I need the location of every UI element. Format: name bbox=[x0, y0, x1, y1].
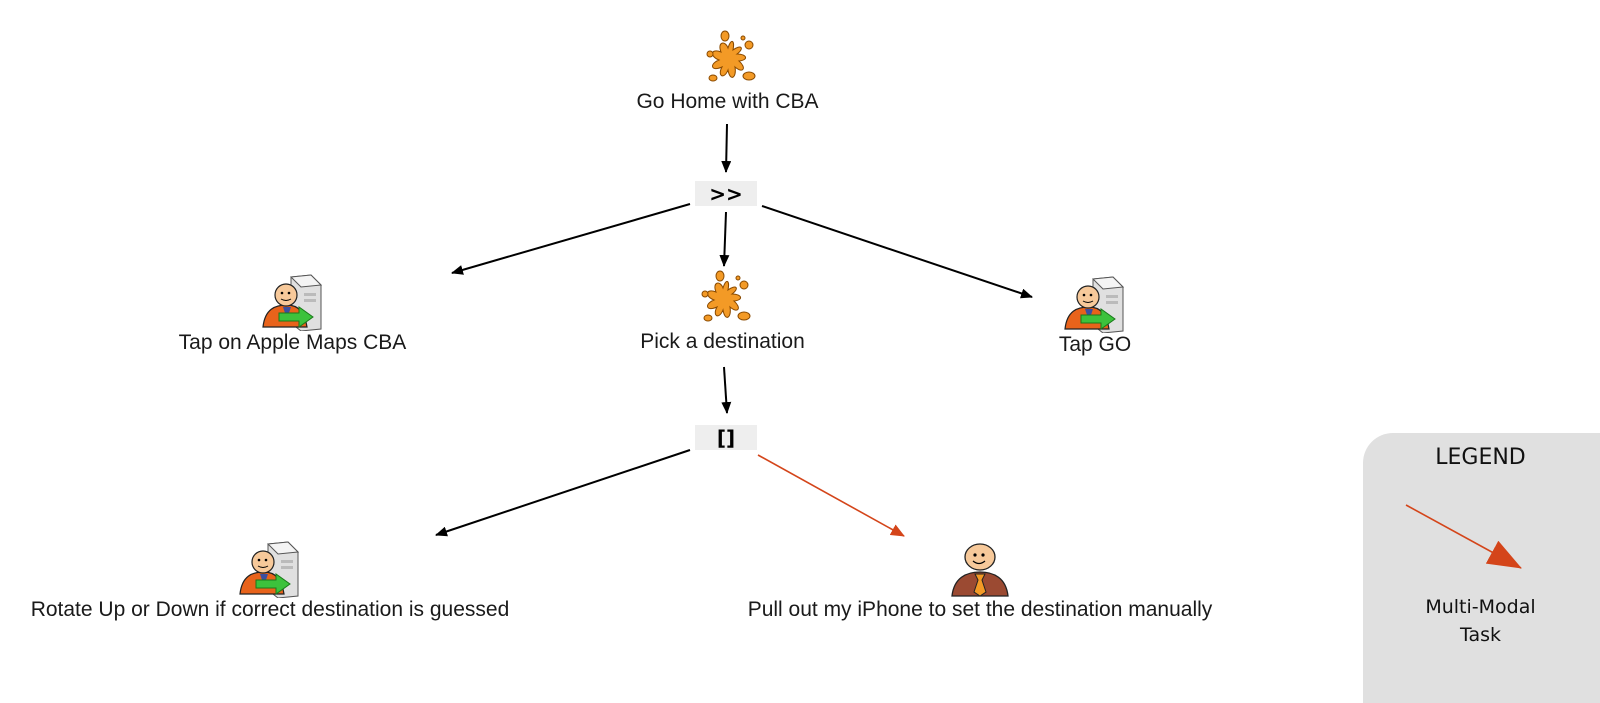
user-computer-icon bbox=[261, 274, 322, 331]
legend-entry-label: Multi-Modal Task bbox=[1363, 593, 1598, 649]
edges-layer bbox=[435, 123, 1033, 537]
node-pick-destination[interactable]: Pick a destination bbox=[625, 270, 820, 354]
edge-choice-to-pull-iphone bbox=[757, 454, 905, 537]
node-tap-go[interactable]: Tap GO bbox=[1040, 275, 1150, 357]
user-icon bbox=[951, 543, 1009, 597]
node-rotate[interactable]: Rotate Up or Down if correct destination… bbox=[10, 540, 530, 622]
node-label: Tap GO bbox=[1058, 333, 1132, 356]
node-go-home[interactable]: Go Home with CBA bbox=[625, 30, 830, 114]
user-computer-icon bbox=[1064, 276, 1125, 333]
user-computer-icon bbox=[239, 541, 300, 598]
splat-icon bbox=[706, 30, 755, 82]
legend-title: LEGEND bbox=[1435, 445, 1526, 470]
node-label: Rotate Up or Down if correct destination… bbox=[30, 598, 510, 621]
node-tap-apple-maps[interactable]: Tap on Apple Maps CBA bbox=[160, 273, 425, 355]
edge-enabling-to-pick-destination bbox=[719, 211, 730, 267]
node-label: Tap on Apple Maps CBA bbox=[178, 331, 407, 354]
node-label: Pick a destination bbox=[640, 330, 805, 353]
legend-multi-modal-arrow bbox=[1405, 504, 1522, 569]
node-label: Pull out my iPhone to set the destinatio… bbox=[747, 598, 1213, 621]
operator-choice[interactable]: [] bbox=[695, 425, 757, 450]
edge-enabling-to-tap-go bbox=[761, 205, 1033, 299]
legend-panel: LEGEND Multi-Modal Task bbox=[1363, 433, 1600, 703]
edge-enabling-to-tap-apple-maps bbox=[451, 203, 691, 275]
legend-caption-line1: Multi-Modal bbox=[1425, 596, 1536, 618]
legend-caption-line2: Task bbox=[1459, 624, 1501, 646]
operator-enabling[interactable]: >> bbox=[695, 181, 757, 206]
edge-pick-destination-to-choice bbox=[721, 366, 732, 414]
node-label: Go Home with CBA bbox=[636, 90, 819, 113]
edge-choice-to-rotate bbox=[435, 449, 691, 537]
node-pull-iphone[interactable]: Pull out my iPhone to set the destinatio… bbox=[730, 540, 1230, 622]
splat-icon bbox=[701, 270, 750, 322]
edge-go-home-to-enabling bbox=[721, 123, 732, 173]
